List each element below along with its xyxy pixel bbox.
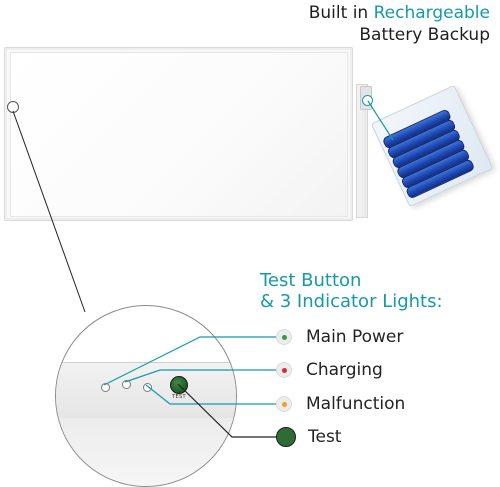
legend-label: Test	[308, 427, 342, 447]
main-power-callout-line	[103, 336, 279, 386]
test-button-icon	[276, 427, 296, 447]
detail-malfunction-led-icon	[143, 383, 152, 392]
legend-label: Malfunction	[306, 394, 406, 414]
detail-power-led-icon	[101, 383, 110, 392]
malfunction-indicator-icon	[276, 396, 292, 412]
callout-lines	[12, 100, 394, 438]
charging-indicator-icon	[276, 362, 292, 378]
header-title: Built in Rechargeable Battery Backup	[309, 2, 490, 46]
legend-item-main-power: Main Power	[276, 326, 403, 348]
magnifier-callout-line	[12, 110, 86, 313]
test-callout-line	[177, 383, 279, 438]
legend-item-malfunction: Malfunction	[276, 393, 405, 415]
legend-title-line-2: & 3 Indicator Lights:	[260, 291, 443, 312]
legend-title: Test Button & 3 Indicator Lights:	[260, 270, 443, 312]
main-power-indicator-icon	[276, 329, 292, 345]
legend-label: Main Power	[306, 327, 404, 347]
detail-charging-led-icon	[122, 380, 131, 389]
charging-callout-line	[124, 369, 279, 383]
legend-item-test: Test	[276, 426, 341, 448]
legend-label: Charging	[306, 360, 383, 380]
malfunction-callout-line	[145, 384, 279, 405]
legend-item-charging: Charging	[276, 359, 383, 381]
panel-indicator-callout-icon	[7, 101, 19, 113]
legend-title-line-1: Test Button	[260, 270, 362, 291]
header-accent: Rechargeable	[373, 3, 490, 23]
detail-test-label: TEST	[172, 394, 186, 400]
header-prefix: Built in	[308, 3, 374, 23]
battery-callout-icon	[362, 95, 373, 106]
header-line-1: Built in Rechargeable	[309, 2, 490, 24]
header-line-2: Battery Backup	[359, 25, 490, 45]
panel-side-edge	[356, 84, 368, 218]
battery-callout-line	[367, 100, 394, 141]
led-panel-diffuser	[10, 52, 348, 217]
